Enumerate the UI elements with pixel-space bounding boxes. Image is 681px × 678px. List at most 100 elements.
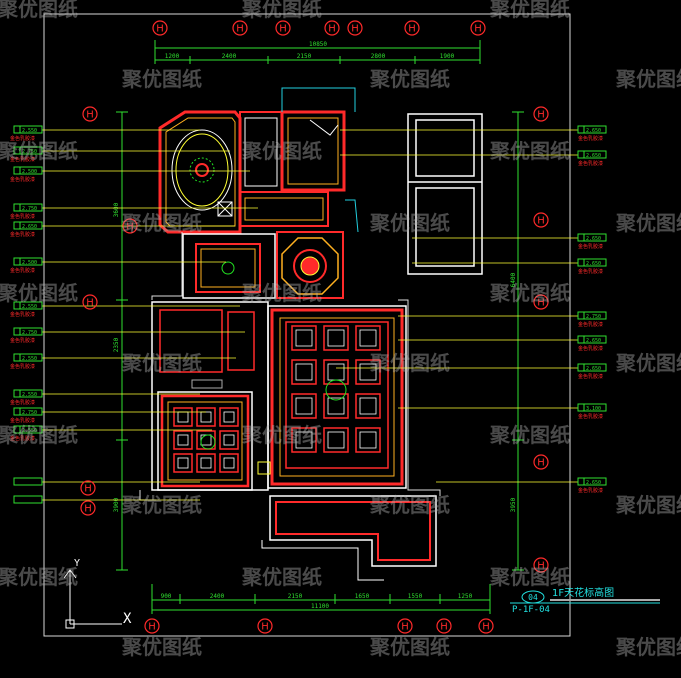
coffer-panel [291,393,317,419]
elevation-value: 2.650 [586,366,601,372]
elevation-note: 金色乳胶漆 [10,231,35,238]
top-dimension-segment: 2150 [297,53,312,60]
coffer-panel [196,430,216,450]
room-balcony [261,495,437,581]
elevation-note: 金色乳胶漆 [578,160,603,167]
top-dimension-segment: 1200 [165,53,180,60]
watermark-text: 聚优图纸 [615,493,681,517]
coffer-inner [295,431,313,449]
elevation-box [577,150,607,159]
coffer-panel [219,407,239,427]
elevation-box [577,125,607,134]
elevation-value: 2.550 [22,304,37,310]
coffer-inner [359,329,377,347]
axis-bubble-ring [122,218,138,234]
elevation-box [577,403,607,412]
axis-bubble-ring [533,212,549,228]
elevation-box [13,221,43,230]
axis-bubble-ring [533,454,549,470]
watermark-text: 聚优图纸 [241,139,322,163]
elevation-box [577,477,607,486]
axis-bubble-letter: H [537,561,545,572]
watermark-text: 聚优图纸 [241,565,322,589]
elevation-note: 金色乳胶漆 [10,213,35,220]
watermark-text: 聚优图纸 [489,565,570,589]
ucs-y-label: Y [74,558,80,569]
top-dimension-segment: 1900 [440,53,455,60]
coffer-inner [327,363,345,381]
axis-bubble: H [533,106,549,122]
elevation-note: 金色乳胶漆 [10,337,35,344]
left-dimension: 3600 [113,202,120,217]
room-kitchen [151,301,269,491]
axis-bubble-ring [397,618,413,634]
coffer-inner [295,397,313,415]
axis-bubble-ring [436,618,452,634]
coffer-inner [295,329,313,347]
elevation-value: 2.750 [586,314,601,320]
watermark-text: 聚优图纸 [121,67,202,91]
watermark-text: 聚优图纸 [615,635,681,659]
watermark-text: 聚优图纸 [0,565,78,589]
coffer-panel [291,325,317,351]
watermark-text: 聚优图纸 [489,423,570,447]
elevation-box [13,477,43,486]
axis-bubble-letter: H [84,504,92,515]
axis-bubble-ring [478,618,494,634]
coffer-inner [177,411,189,423]
bottom-dimension-segment: 2150 [288,593,303,600]
right-elevation-labels: 2.650金色乳胶漆2.650金色乳胶漆2.650金色乳胶漆2.650金色乳胶漆… [577,125,607,494]
axis-bubble: H [257,618,273,634]
axis-bubble-ring [275,20,291,36]
axis-bubble-letter: H [84,484,92,495]
watermark-text: 聚优图纸 [489,0,570,21]
axis-bubble: H [347,20,363,36]
left-dimension: 3900 [113,497,120,512]
axis-bubble: H [275,20,291,36]
elevation-note: 金色乳胶漆 [578,487,603,494]
room-stair [407,113,483,275]
axis-bubble-ring [347,20,363,36]
elevation-box [577,311,607,320]
room-corridor [217,191,329,227]
axis-bubble-ring [257,618,273,634]
elevation-value: 2.650 [586,128,601,134]
elevation-value: 2.650 [586,261,601,267]
sheet-number: 04 [528,593,538,602]
sheet-code: P-1F-04 [512,605,550,615]
room-living [267,305,407,489]
elevation-box [13,257,43,266]
axis-bubble-letter: H [236,24,244,35]
elevation-box [13,327,43,336]
axis-bubble: H [80,480,96,496]
axis-bubble: H [122,218,138,234]
axis-bubble-ring [144,618,160,634]
watermark-text: 聚优图纸 [615,67,681,91]
axis-bubble: H [324,20,340,36]
coffer-panel [173,430,193,450]
top-dimension-total: 10850 [309,41,327,48]
top-dimension-chain [154,40,481,64]
dining-light [200,434,216,450]
coffer-inner [327,431,345,449]
watermark-text: 聚优图纸 [241,281,322,305]
axis-bubble-ring [533,557,549,573]
axis-bubble: H [232,20,248,36]
elevation-value: 2.650 [586,153,601,159]
watermark-text: 聚优图纸 [369,493,450,517]
watermark-text: 聚优图纸 [369,351,450,375]
elevation-box [13,353,43,362]
coffer-panel [291,427,317,453]
axis-bubble: H [533,212,549,228]
coffer-inner [223,411,235,423]
axis-bubble-ring [324,20,340,36]
